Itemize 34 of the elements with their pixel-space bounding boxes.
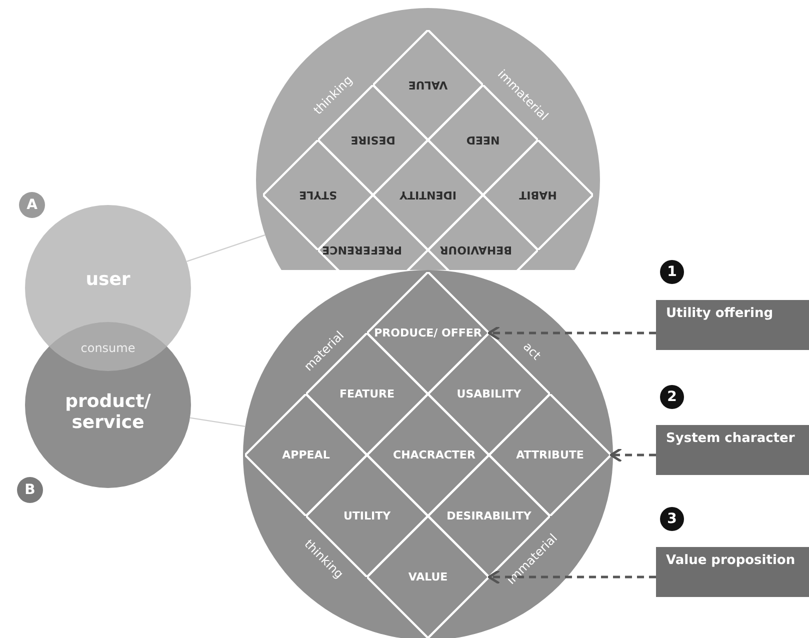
number-badge: 3 [660,507,684,531]
cell-label: IDENTITY [398,188,458,202]
cell-label: DESIRE [350,134,396,146]
side-label: act [520,339,544,363]
side-label: consume [80,341,136,355]
dashed-arrow [488,326,656,340]
callout-box: Utility offering [656,300,809,350]
letter-badge: A [19,192,45,218]
number-badge: 2 [660,385,684,409]
callout-box: Value proposition [656,547,809,597]
cell-label: PREFERENCE [321,244,403,256]
cell-label: VALUE [407,570,449,584]
cell-label: USABILITY [456,388,522,400]
cell-label: DESIRABILITY [446,510,532,522]
dashed-arrow [610,448,656,462]
callout-box: System character [656,425,809,475]
dashed-arrow [488,570,656,584]
cell-label: NEED [465,134,501,146]
cell-label: ATTRIBUTE [515,448,585,462]
connector-line [190,417,246,428]
cell-label: VALUE [407,78,449,92]
letter-badge: B [17,477,43,503]
cell-label: CHACRACTER [392,448,476,462]
connector-line [186,234,266,262]
cell-label: STYLE [298,188,338,202]
number-badge: 1 [660,260,684,284]
cell-label: UTILITY [342,510,392,522]
cell-label: APPEAL [281,448,331,462]
circle-label: product/ service [64,391,152,433]
cell-label: HABIT [518,188,558,202]
circle-label: user [84,269,132,290]
cell-label: FEATURE [338,388,396,400]
cell-label: PRODUCE/ OFFER [373,326,483,340]
cell-label: BEHAVIOUR [438,244,513,256]
